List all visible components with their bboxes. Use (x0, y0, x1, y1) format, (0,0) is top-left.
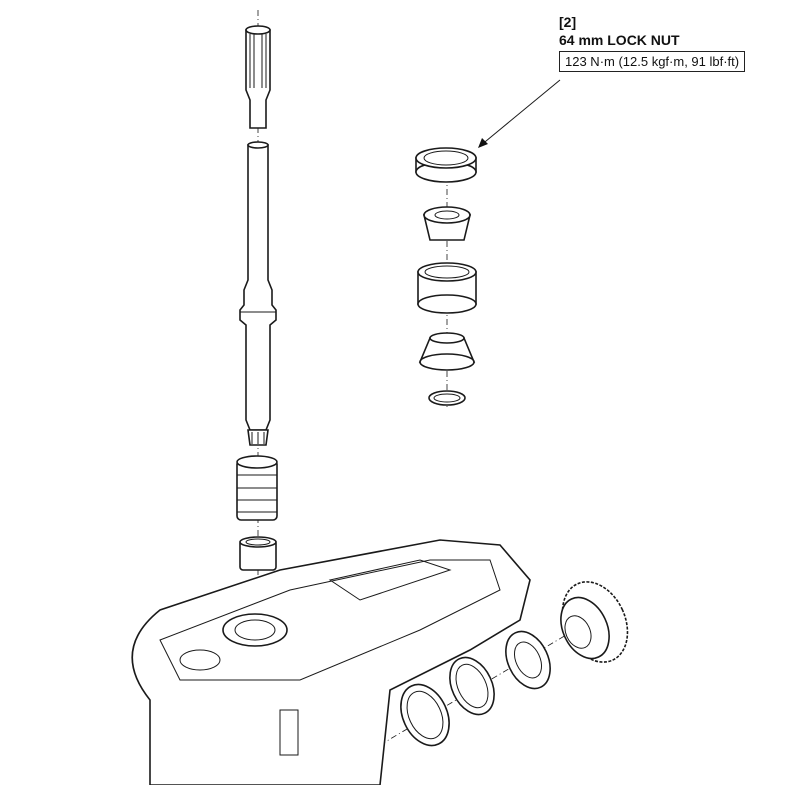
thrust-bearing-stack (236, 455, 278, 521)
torque-callout: [2] 64 mm LOCK NUT 123 N·m (12.5 kgf·m, … (559, 14, 746, 72)
torque-spec-box: 123 N·m (12.5 kgf·m, 91 lbf·ft) (559, 51, 746, 72)
forward-gear-bearing (505, 630, 551, 690)
gear-case-housing (131, 539, 531, 785)
circlip (428, 390, 466, 406)
callout-part-name: 64 mm LOCK NUT (559, 32, 680, 48)
callout-arrowhead (478, 138, 488, 148)
upper-tapered-bearing (422, 206, 472, 241)
shim-ring-inner (449, 656, 495, 716)
drive-shaft (239, 25, 277, 446)
callout-reference-number: [2] (559, 14, 577, 30)
forward-gear (560, 581, 629, 663)
bearing-race (417, 262, 477, 314)
shim-ring-outer (400, 683, 450, 747)
needle-bearing (239, 536, 277, 571)
lower-tapered-bearing (418, 332, 476, 371)
callout-leader-line (479, 79, 561, 147)
lock-nut (415, 147, 477, 183)
